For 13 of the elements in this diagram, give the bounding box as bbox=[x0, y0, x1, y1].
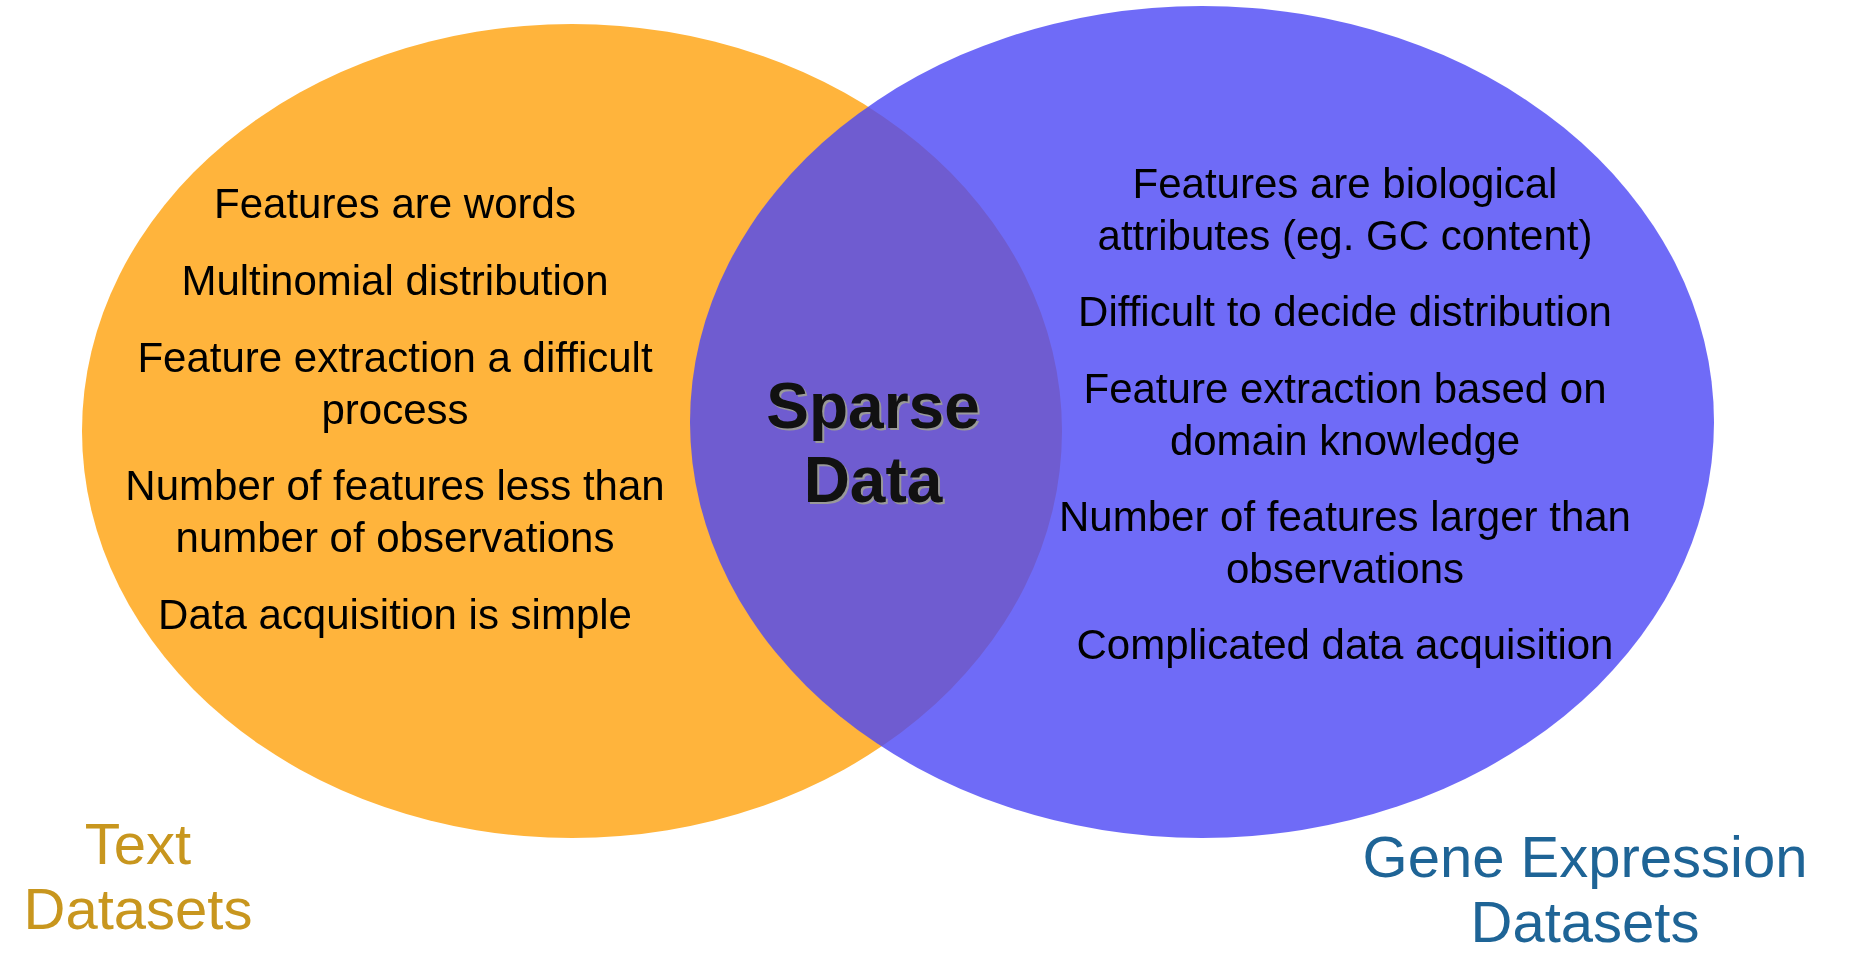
feature-text: Complicated data acquisition bbox=[1075, 620, 1615, 670]
feature-text: Multinomial distribution bbox=[180, 256, 610, 306]
feature-text: Feature extraction a difficult process bbox=[136, 333, 654, 436]
set-title: Gene Expression Datasets bbox=[1361, 825, 1809, 955]
feature-text: Data acquisition is simple bbox=[157, 590, 633, 640]
overlap-label: Sparse Data bbox=[765, 370, 981, 518]
feature-text: Feature extraction based on domain knowledge bbox=[1082, 364, 1608, 467]
feature-text: Features are words bbox=[213, 179, 577, 229]
set-title: Text Datasets bbox=[22, 812, 254, 942]
feature-text: Number of features less than number of observations bbox=[124, 461, 666, 564]
feature-text: Features are biological attributes (eg. GC content) bbox=[1096, 159, 1594, 262]
feature-text: Number of features larger than observations bbox=[1058, 492, 1632, 595]
feature-text: Difficult to decide distribution bbox=[1077, 287, 1613, 337]
